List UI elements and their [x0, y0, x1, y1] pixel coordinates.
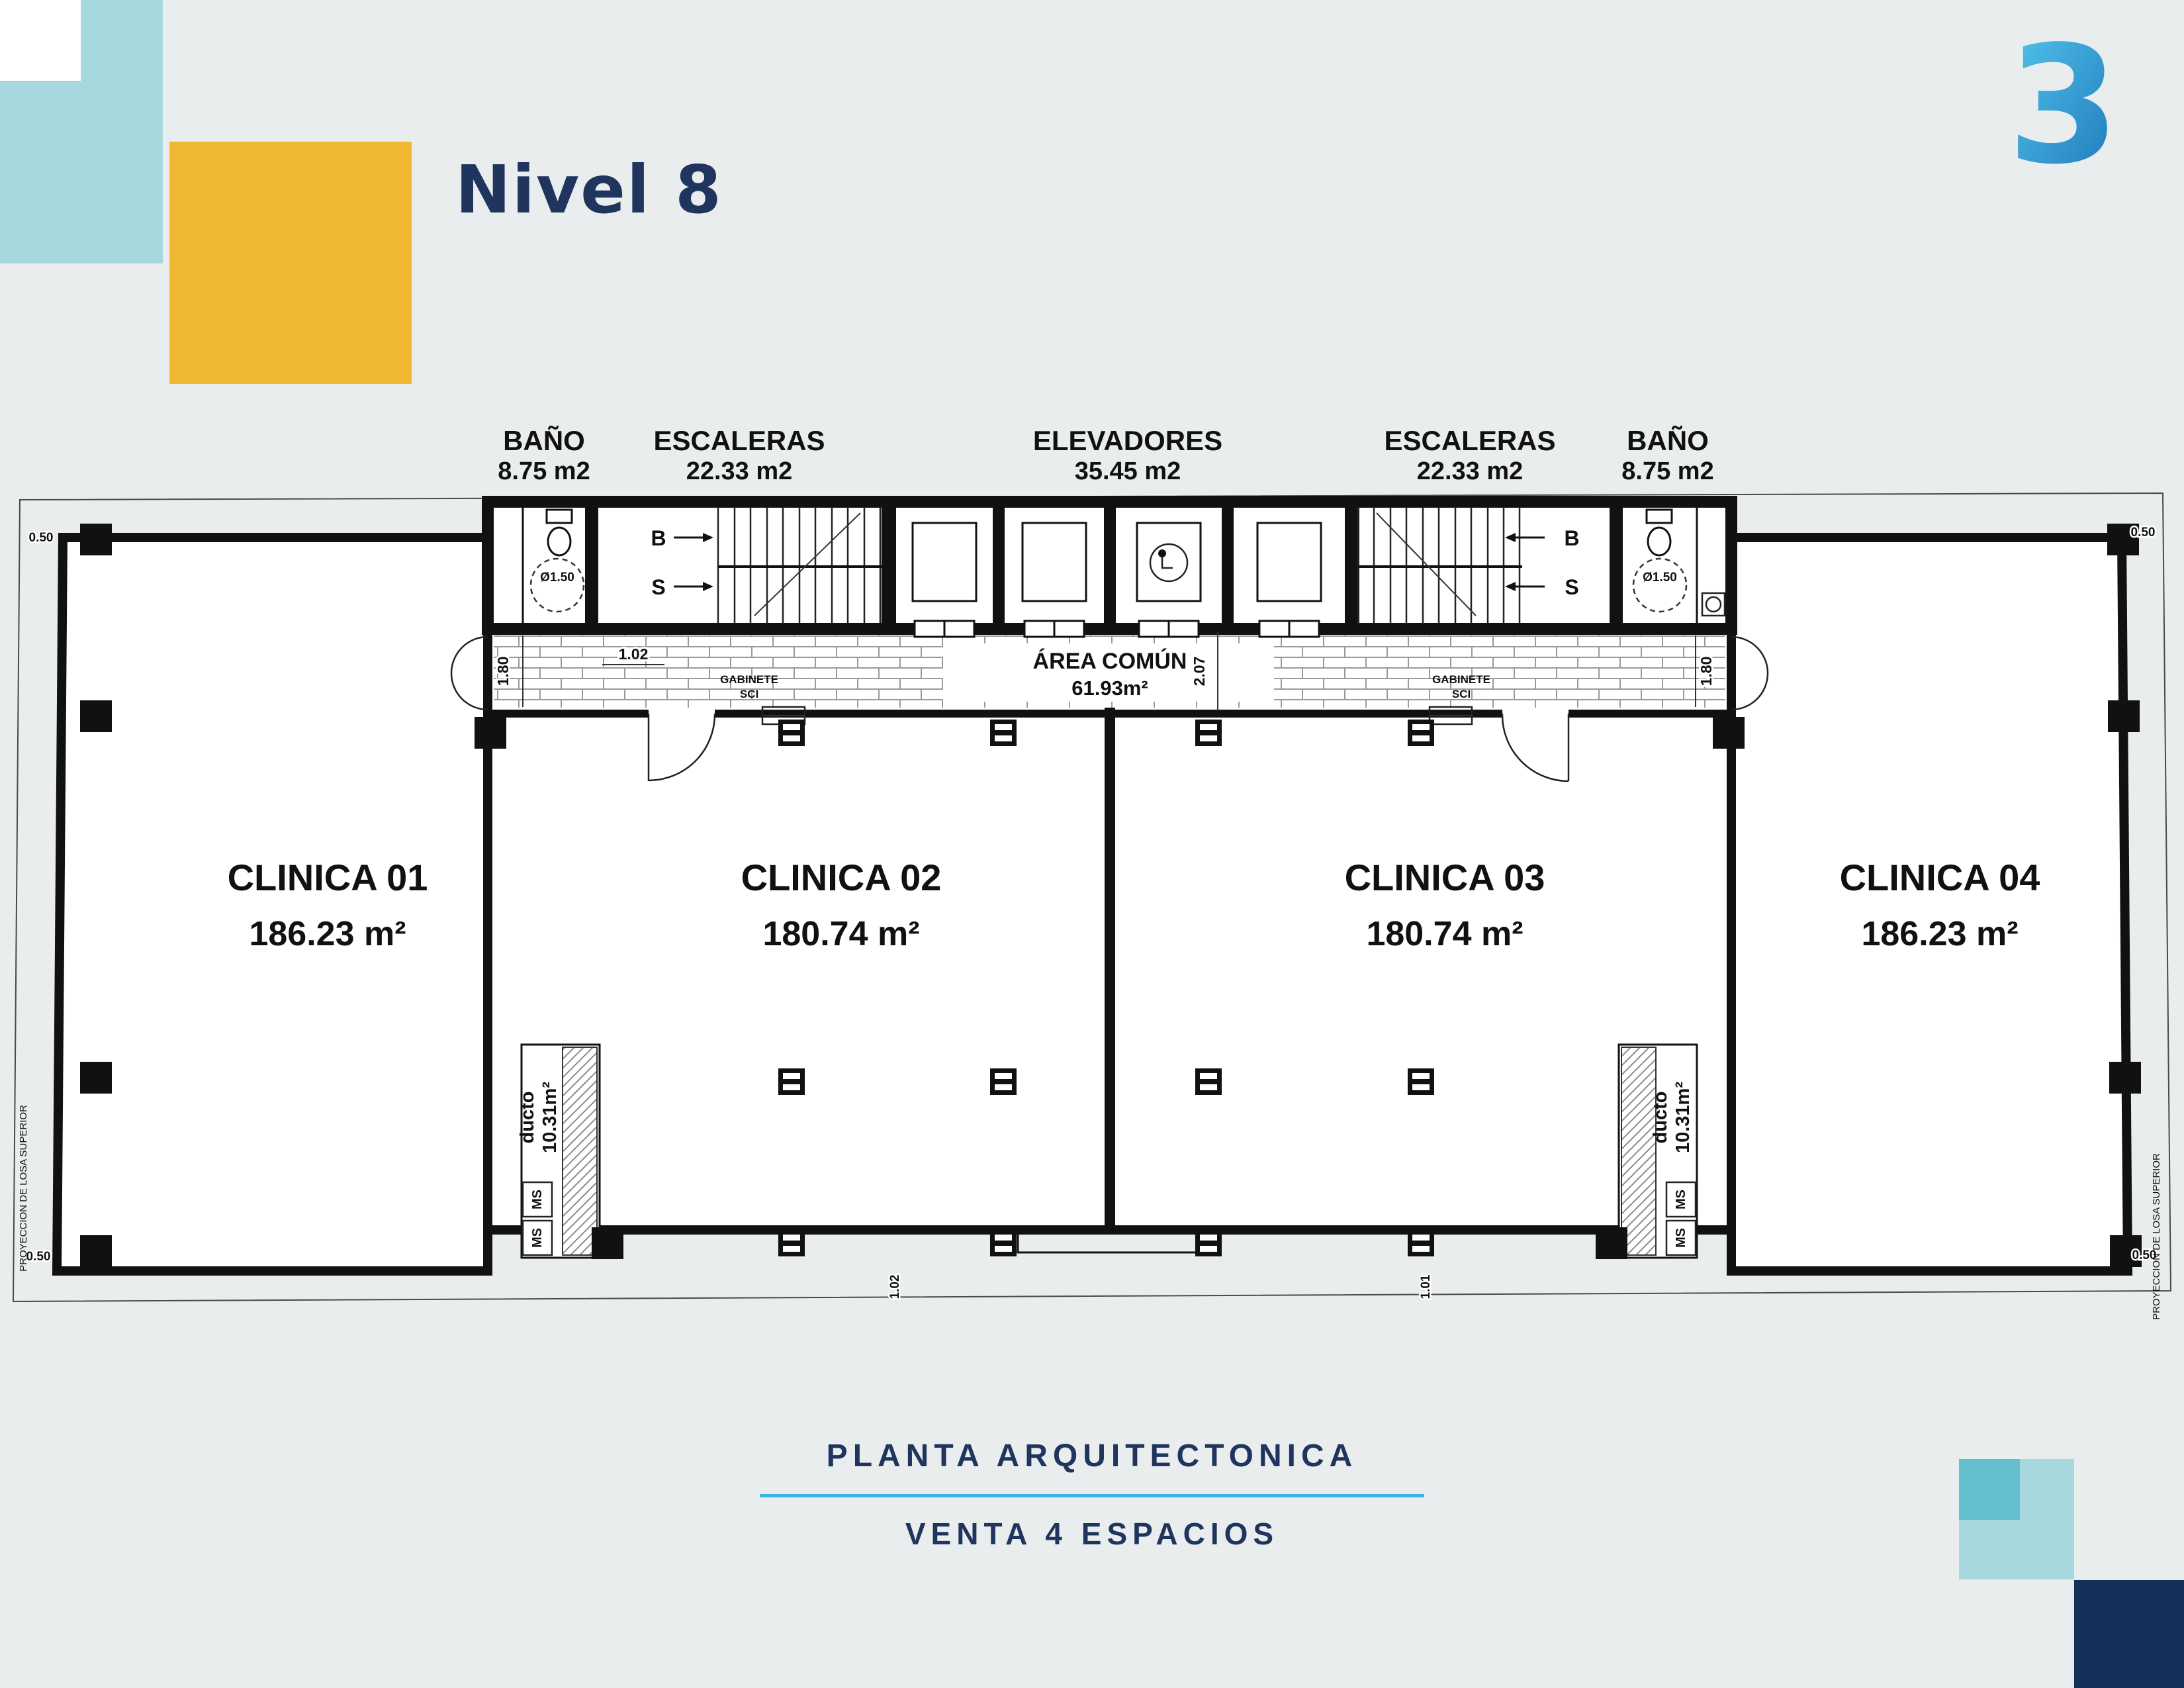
brand-logo: 3 — [1991, 11, 2136, 200]
dim-101-bottom: 1.01 — [1419, 1274, 1433, 1299]
common-area-hatch — [488, 635, 1731, 718]
area-escaleras-left: 22.33 m2 — [686, 457, 793, 485]
ms-label: MS — [530, 1190, 545, 1209]
core-walls — [482, 496, 1737, 635]
stair-down-label: B — [1564, 526, 1579, 550]
footer-plan-type: PLANTA ARQUITECTONICA — [826, 1438, 1358, 1474]
duct-area: 10.31m² — [1672, 1082, 1694, 1153]
duct-label: ducto — [517, 1092, 538, 1144]
sci-cabinet-right: GABINETE SCI — [1428, 673, 1490, 726]
logo-glyph: 3 — [2007, 32, 2120, 172]
dim-050: 0.50 — [26, 1250, 51, 1264]
label-bano-right: BAÑO — [1627, 425, 1709, 456]
decor-teal-small-square-bottomright — [1959, 1459, 2020, 1520]
clinic-labels: CLINICA 01 186.23 m² CLINICA 02 180.74 m… — [228, 857, 2040, 953]
ms-label: MS — [1674, 1228, 1688, 1248]
dim-050: 0.50 — [2131, 526, 2156, 539]
dim-102-bottom: 1.02 — [888, 1275, 902, 1299]
duct-right: ducto 10.31m² MS MS — [1617, 1043, 1698, 1259]
clinic-02-area: 180.74 m² — [762, 915, 919, 953]
elevators — [911, 522, 1322, 638]
stair-up-label: S — [651, 575, 665, 599]
duct-area: 10.31m² — [539, 1082, 561, 1153]
decor-navy-square-bottomright — [2074, 1580, 2184, 1688]
sci-label: SCI — [740, 688, 758, 700]
area-escaleras-right: 22.33 m2 — [1417, 457, 1524, 485]
clinic-03-area: 180.74 m² — [1366, 915, 1523, 953]
dim-207: 2.07 — [1191, 657, 1208, 686]
stairs-left — [674, 507, 886, 624]
clinic-04-name: CLINICA 04 — [1840, 857, 2040, 898]
wheelchair-icon — [1149, 543, 1189, 583]
stair-direction-labels: B S B S — [651, 526, 1579, 599]
clinic-01-name: CLINICA 01 — [228, 857, 428, 898]
brand-logo-icon: 3 — [2007, 11, 2120, 200]
label-elevadores: ELEVADORES — [1033, 425, 1222, 456]
stair-down-label: B — [651, 526, 666, 550]
dimension-marks: 1.80 1.02 2.07 1.80 1.02 1.01 0.50 0.50 … — [18, 524, 2162, 1320]
label-escaleras-right: ESCALERAS — [1384, 425, 1555, 456]
dim-180-left: 1.80 — [494, 657, 512, 686]
area-elevadores: 35.45 m2 — [1075, 457, 1181, 485]
clinic-03-name: CLINICA 03 — [1345, 857, 1545, 898]
gabinete-label: GABINETE — [720, 673, 778, 686]
turning-radius-label-left: Ø1.50 — [540, 571, 574, 585]
label-escaleras-left: ESCALERAS — [653, 425, 825, 456]
label-bano-left: BAÑO — [503, 425, 585, 456]
area-bano-right: 8.75 m2 — [1621, 457, 1713, 485]
ms-label: MS — [530, 1228, 545, 1248]
core-area-labels: BAÑO 8.75 m2 ESCALERAS 22.33 m2 ELEVADOR… — [498, 425, 1713, 485]
bathroom-right: Ø1.50 — [1632, 507, 1726, 624]
stairs-right — [1357, 507, 1545, 624]
area-bano-left: 8.75 m2 — [498, 457, 590, 485]
duct-label: ducto — [1650, 1092, 1671, 1144]
ms-label: MS — [1674, 1190, 1688, 1209]
slab-note-right: PROYECCION DE LOSA SUPERIOR — [2151, 1153, 2162, 1320]
dim-102-top: 1.02 — [619, 645, 649, 663]
page-title: Nivel 8 — [455, 151, 723, 228]
exterior-walls — [52, 533, 2133, 1276]
decor-white-square-topleft — [0, 0, 81, 81]
turning-radius-label-right: Ø1.50 — [1643, 571, 1677, 585]
dim-050: 0.50 — [29, 531, 54, 545]
footer: PLANTA ARQUITECTONICA VENTA 4 ESPACIOS — [0, 1438, 2184, 1552]
footer-sale-label: VENTA 4 ESPACIOS — [905, 1517, 1279, 1551]
footer-divider — [760, 1494, 1424, 1497]
decor-yellow-square — [169, 142, 412, 384]
dim-050: 0.50 — [2132, 1248, 2157, 1262]
dim-180-right: 1.80 — [1698, 657, 1715, 686]
doors — [450, 635, 1769, 782]
common-area-size: 61.93m² — [1071, 677, 1148, 700]
clinic-01-area: 186.23 m² — [249, 915, 406, 953]
clinic-02-name: CLINICA 02 — [741, 857, 942, 898]
sci-cabinet-left: GABINETE SCI — [720, 673, 806, 726]
common-area-name: ÁREA COMÚN — [1033, 649, 1187, 674]
bathroom-left: Ø1.50 — [522, 507, 585, 624]
stair-up-label: S — [1565, 575, 1578, 599]
common-area-label: ÁREA COMÚN 61.93m² — [1033, 649, 1187, 700]
clinic-04-area: 186.23 m² — [1861, 915, 2018, 953]
slab-note-left: PROYECCION DE LOSA SUPERIOR — [18, 1105, 29, 1272]
gabinete-label: GABINETE — [1432, 673, 1490, 686]
duct-left: ducto 10.31m² MS MS — [517, 1043, 601, 1259]
slab-projection-outline — [12, 492, 2172, 1303]
sci-label: SCI — [1452, 688, 1471, 700]
